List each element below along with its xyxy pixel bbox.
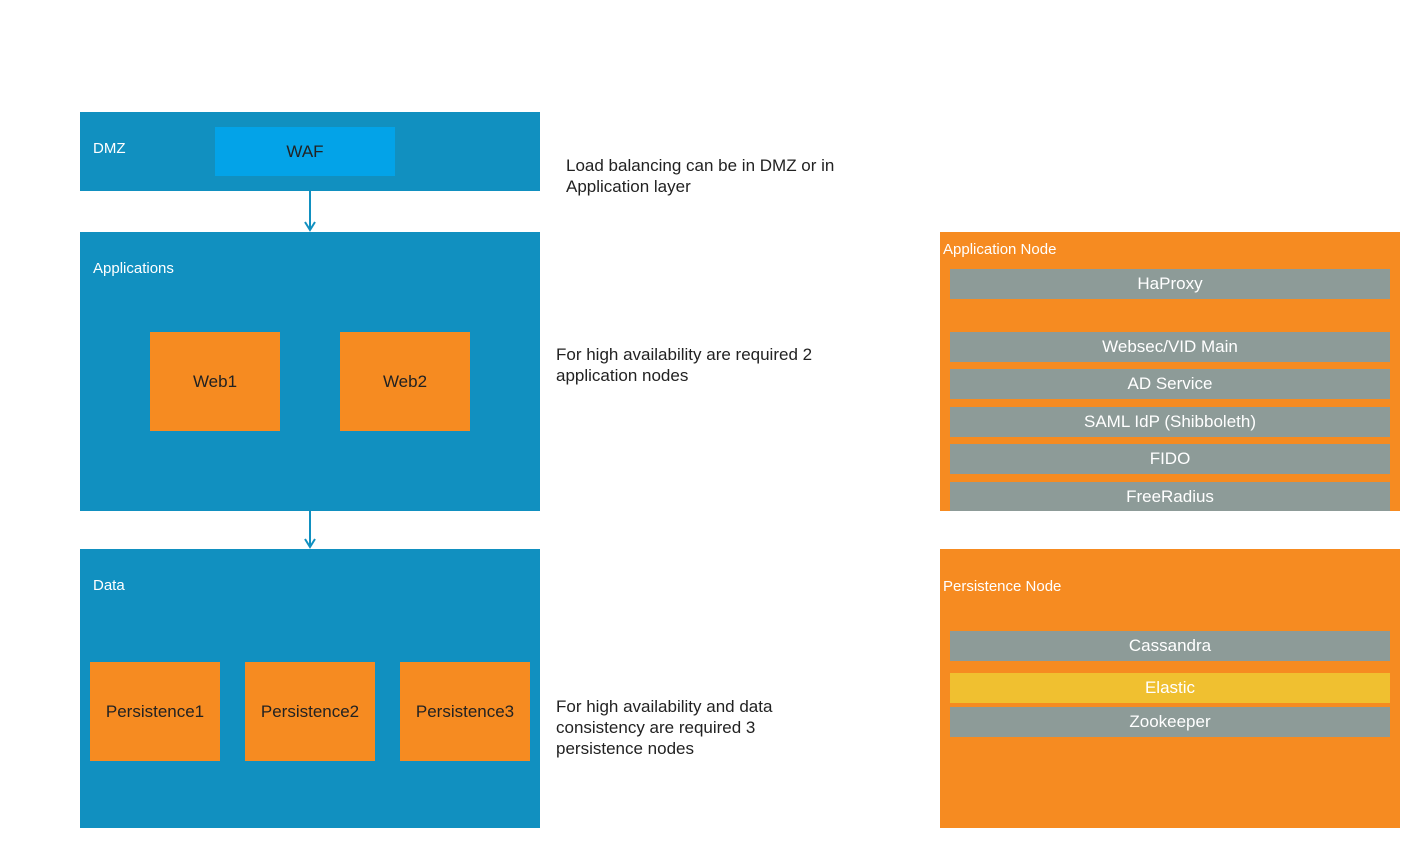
arrow-dmz-to-applications: [304, 191, 316, 232]
note-line: persistence nodes: [556, 739, 694, 758]
persistence2-node[interactable]: Persistence2: [245, 662, 375, 761]
note-line: Application layer: [566, 177, 691, 196]
note-line: Load balancing can be in DMZ or in: [566, 156, 835, 175]
data-ha-note: For high availability and data consisten…: [556, 696, 772, 759]
data-zone: Data Persistence1 Persistence2 Persisten…: [80, 549, 540, 828]
note-line: application nodes: [556, 366, 689, 385]
note-line: For high availability and data: [556, 697, 773, 716]
applications-zone: Applications Web1 Web2: [80, 232, 540, 511]
app-ha-note: For high availability are required 2 app…: [556, 344, 812, 386]
web1-node[interactable]: Web1: [150, 332, 280, 431]
elastic-service[interactable]: Elastic: [950, 673, 1390, 703]
fido-service[interactable]: FIDO: [950, 444, 1390, 474]
dmz-label: DMZ: [93, 140, 126, 157]
dmz-zone: DMZ WAF: [80, 112, 540, 191]
freeradius-service[interactable]: FreeRadius: [950, 482, 1390, 511]
cassandra-service[interactable]: Cassandra: [950, 631, 1390, 661]
websec-vid-main-service[interactable]: Websec/VID Main: [950, 332, 1390, 362]
note-line: consistency are required 3: [556, 718, 756, 737]
applications-label: Applications: [93, 260, 174, 277]
persistence1-node[interactable]: Persistence1: [90, 662, 220, 761]
web2-node[interactable]: Web2: [340, 332, 470, 431]
persistence-node-title: Persistence Node: [943, 578, 1062, 595]
application-node: Application Node HaProxy Websec/VID Main…: [940, 232, 1400, 511]
saml-idp-service[interactable]: SAML IdP (Shibboleth): [950, 407, 1390, 437]
zookeeper-service[interactable]: Zookeeper: [950, 707, 1390, 737]
arrow-applications-to-data: [304, 511, 316, 549]
note-line: For high availability are required 2: [556, 345, 813, 364]
haproxy-service[interactable]: HaProxy: [950, 269, 1390, 299]
persistence-node: Persistence Node Cassandra Elastic Zooke…: [940, 549, 1400, 828]
waf-box[interactable]: WAF: [215, 127, 395, 176]
load-balancing-note: Load balancing can be in DMZ or in Appli…: [566, 155, 834, 197]
persistence3-node[interactable]: Persistence3: [400, 662, 530, 761]
application-node-title: Application Node: [943, 241, 1057, 258]
data-label: Data: [93, 577, 125, 594]
ad-service[interactable]: AD Service: [950, 369, 1390, 399]
